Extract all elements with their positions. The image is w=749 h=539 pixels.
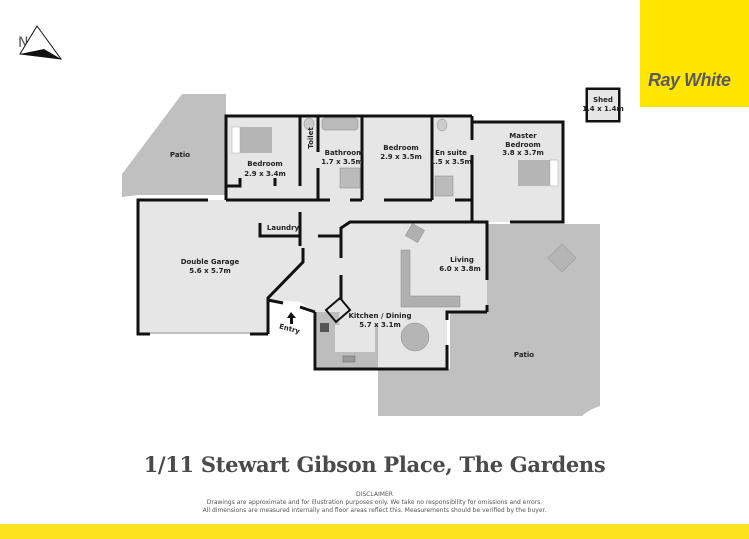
double-garage-label: Double Garage [181,258,240,266]
disclaimer-line-1: Drawings are approximate and for illustr… [206,499,543,506]
living-size: 6.0 x 3.8m [439,265,480,273]
brand-logo-box [640,0,749,107]
dining-table-icon [400,322,430,352]
master-bedroom-size: 3.8 x 3.7m [502,149,543,157]
laundry-label: Laundry [267,224,300,232]
shed-label: Shed [593,96,613,104]
toilet-label: Toilet [307,127,315,149]
patio-table-icon [547,243,577,273]
footer-bar [0,524,749,539]
bathroom-size: 1.7 x 3.5m [321,158,362,166]
cooktop-icon [320,323,329,332]
brand-logo-text: Ray White [648,70,731,90]
patio-east-area [378,224,600,416]
shower-icon [339,167,361,189]
bedroom-1-label: Bedroom [247,160,282,168]
entry-arrow-icon [287,312,296,324]
patio-east-label: Patio [514,351,534,359]
kitchen-dining-size: 5.7 x 3.1m [359,321,400,329]
master-bedroom-label-2: Bedroom [505,141,540,149]
ensuite-shower-icon [434,175,454,197]
disclaimer-title: DISCLAIMER [356,491,393,498]
walls [136,87,621,371]
kitchen-dining-label: Kitchen / Dining [348,312,411,320]
disclaimer-line-2: All dimensions are measured internally a… [202,507,547,514]
double-garage-size: 5.6 x 5.7m [189,267,230,275]
sink-icon [342,355,356,363]
patio-west-area [122,94,226,197]
kitchen-bench [317,312,378,369]
property-address: 1/11 Stewart Gibson Place, The Gardens [143,452,606,477]
shed-floor [588,90,618,120]
bedroom-1-size: 2.9 x 3.4m [244,170,285,178]
armchair-icon [405,223,425,243]
living-label: Living [450,256,474,264]
toilet-icon [303,117,315,131]
bathroom-label: Bathroom [325,149,364,157]
north-arrow-icon: N [18,25,63,60]
patio-west-label: Patio [170,151,190,159]
master-bedroom-label-1: Master [509,132,537,140]
ensuite-toilet-icon [436,118,448,132]
bathtub-icon [321,117,359,131]
sofa-icon [400,249,461,308]
compass-label: N [18,35,28,51]
ensuite-size: 1.5 x 3.5m [430,158,471,166]
bedroom-2-size: 2.9 x 3.5m [380,153,421,161]
shed-size: 1.4 x 1.4m [582,105,623,113]
bedroom-2-label: Bedroom [383,144,418,152]
ensuite-label: En suite [435,149,467,157]
